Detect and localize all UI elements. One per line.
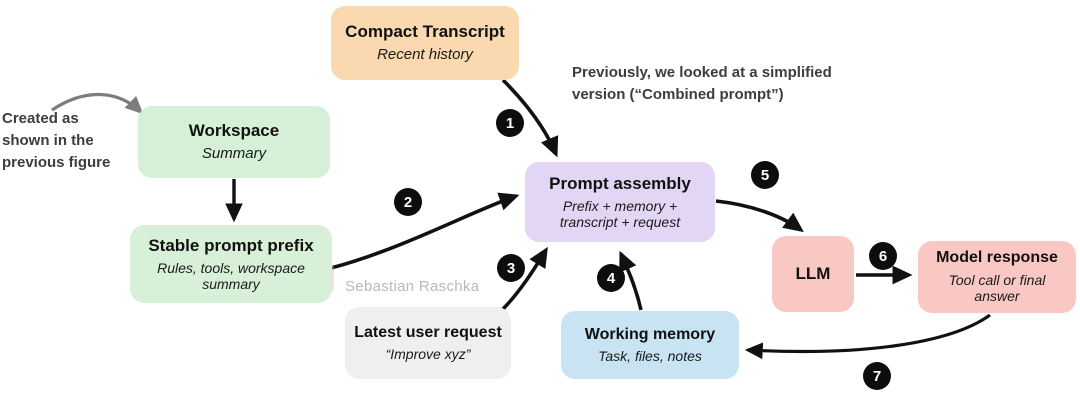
node-title: Prompt assembly (549, 173, 691, 193)
node-subtitle: Prefix + memory + transcript + request (559, 197, 681, 231)
node-llm: LLM (772, 236, 854, 312)
node-subtitle: Tool call or final answer (948, 272, 1046, 305)
badge-5: 5 (751, 161, 779, 189)
node-subtitle: Recent history (377, 46, 473, 64)
note-combined-prompt: Previously, we looked at a simplified ve… (572, 64, 832, 103)
edge-prefix-to-prompt-assembly (330, 192, 520, 270)
node-title: Stable prompt prefix (148, 235, 314, 255)
node-title: Latest user request (354, 323, 502, 341)
node-subtitle: Task, files, notes (598, 348, 702, 365)
node-title: Workspace (188, 121, 280, 141)
badge-7: 7 (863, 362, 891, 390)
edge-model-response-to-working-memory (744, 313, 991, 360)
node-subtitle: Rules, tools, workspace summary (157, 259, 305, 293)
edge-prompt-assembly-to-llm (715, 199, 804, 233)
node-subtitle: “Improve xyz” (385, 346, 471, 363)
node-title: Working memory (584, 325, 716, 343)
badge-6: 6 (869, 242, 897, 270)
node-latest-user-request: Latest user request “Improve xyz” (345, 307, 511, 379)
badge-4: 4 (597, 264, 625, 292)
badge-1: 1 (496, 109, 524, 137)
node-title: Model response (936, 249, 1058, 267)
badge-3: 3 (497, 254, 525, 282)
node-title: LLM (795, 264, 831, 284)
note-previous-figure: Created as shown in the previous figure (2, 110, 111, 171)
node-subtitle: Summary (201, 145, 267, 163)
node-title: Compact Transcript (345, 22, 505, 42)
badge-2: 2 (394, 188, 422, 216)
watermark-text: Sebastian Raschka (345, 278, 480, 295)
